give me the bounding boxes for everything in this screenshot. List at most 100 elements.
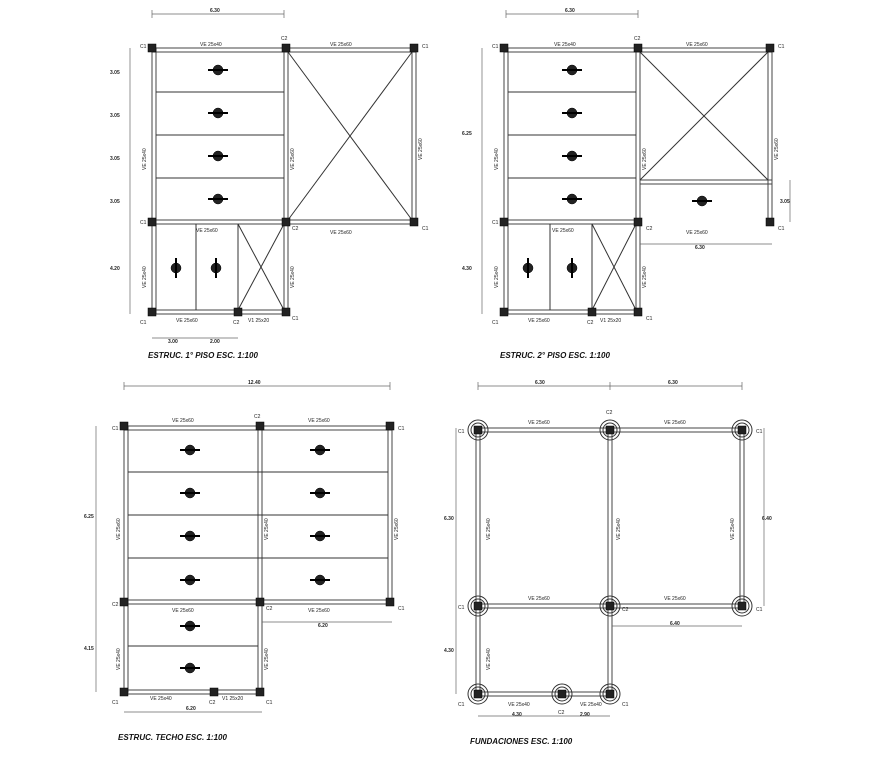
plan-label: VE 25x40 <box>616 518 622 540</box>
title-fundaciones: FUNDACIONES ESC. 1:100 <box>470 737 573 746</box>
plan-label: C1 <box>398 606 405 612</box>
dim-left-3: 3.05 <box>110 156 120 162</box>
plan-label: C1 <box>140 220 147 226</box>
plan-label: C2 <box>622 607 629 613</box>
plan-label: 6.25 <box>462 131 472 137</box>
plan-label: C1 <box>458 605 465 611</box>
plan-label: C2 <box>112 602 119 608</box>
plan-label: V1 25x20 <box>222 696 243 702</box>
plan-label: VE 25x40 <box>200 42 222 48</box>
plan-label: C2 <box>646 226 653 232</box>
plan-label: VE 25x60 <box>686 42 708 48</box>
plan-label: VE 25x40 <box>150 696 172 702</box>
plan-label: 6.30 <box>668 380 678 386</box>
plan-label: VE 25x60 <box>394 518 400 540</box>
plan-label: C1 <box>622 702 629 708</box>
plan-label: 6.30 <box>565 8 575 14</box>
plan-label: 4.30 <box>444 648 454 654</box>
plan-label: C2 <box>254 414 261 420</box>
plan-label: VE 25x40 <box>508 702 530 708</box>
plan-label: VE 25x60 <box>552 228 574 234</box>
plan-label: VE 25x40 <box>494 266 500 288</box>
plan-label: VE 25x60 <box>172 418 194 424</box>
plan-label: VE 25x40 <box>642 266 648 288</box>
plan-label: VE 25x60 <box>176 318 198 324</box>
plan-piso-2: 6.30 6.25 4.30 C1 C2 C1 C1 C2 C1 <box>462 8 791 360</box>
plan-label: VE 25x60 <box>642 148 648 170</box>
plan-label: C2 <box>233 320 240 326</box>
plan-label: 2.90 <box>580 712 590 718</box>
title-piso-1: ESTRUC. 1° PISO ESC. 1:100 <box>148 351 258 360</box>
plan-piso-1: 6.30 3.05 3.05 3.05 3.05 4.20 <box>110 8 429 360</box>
plan-label: VE 25x60 <box>290 148 296 170</box>
plan-label: C1 <box>140 320 147 326</box>
plan-label: C1 <box>422 226 429 232</box>
plan-label: C2 <box>292 226 299 232</box>
plan-label: 4.15 <box>84 646 94 652</box>
plan-label: 3.05 <box>780 199 790 205</box>
plan-label: 12.40 <box>248 380 261 386</box>
plan-label: VE 25x60 <box>528 420 550 426</box>
plan-label: C2 <box>281 36 288 42</box>
plan-label: VE 25x60 <box>172 608 194 614</box>
plan-label: C1 <box>458 429 465 435</box>
plan-label: VE 25x60 <box>330 230 352 236</box>
plan-label: VE 25x60 <box>686 230 708 236</box>
plan-label: C1 <box>112 426 119 432</box>
plan-label: VE 25x40 <box>264 648 270 670</box>
plan-label: 6.40 <box>762 516 772 522</box>
plan-label: VE 25x60 <box>116 518 122 540</box>
plan-techo: 12.40 6.25 4.15 C1 C2 C1 C2 C2 C1 C1 C2 … <box>84 380 405 742</box>
plan-label: C2 <box>266 606 273 612</box>
plan-label: VE 25x60 <box>664 596 686 602</box>
plan-label: C1 <box>112 700 119 706</box>
plan-label: C1 <box>492 220 499 226</box>
plan-label: 6.20 <box>186 706 196 712</box>
plan-label: VE 25x60 <box>528 318 550 324</box>
plan-label: C1 <box>778 44 785 50</box>
plan-label: C2 <box>606 410 613 416</box>
plan-label: 2.00 <box>210 339 220 345</box>
dim-left-4: 3.05 <box>110 199 120 205</box>
plan-label: C1 <box>458 702 465 708</box>
plan-label: VE 25x60 <box>308 608 330 614</box>
plan-label: C1 <box>492 44 499 50</box>
plan-label: 3.00 <box>168 339 178 345</box>
plan-label: C1 <box>646 316 653 322</box>
plan-label: C2 <box>634 36 641 42</box>
plan-label: VE 25x40 <box>486 518 492 540</box>
plan-label: VE 25x60 <box>664 420 686 426</box>
plan-label: C1 <box>398 426 405 432</box>
plan-label: C2 <box>558 710 565 716</box>
plan-label: C1 <box>756 607 763 613</box>
plan-label: VE 25x40 <box>142 148 148 170</box>
plan-label: VE 25x60 <box>774 138 780 160</box>
plan-label: VE 25x40 <box>730 518 736 540</box>
plan-label: VE 25x40 <box>142 266 148 288</box>
plan-label: VE 25x40 <box>486 648 492 670</box>
plan-label: C1 <box>492 320 499 326</box>
plan-label: VE 25x60 <box>330 42 352 48</box>
plan-label: VE 25x60 <box>418 138 424 160</box>
plan-label: C2 <box>209 700 216 706</box>
plan-label: 6.30 <box>695 245 705 251</box>
plan-label: VE 25x40 <box>494 148 500 170</box>
plan-label: C1 <box>756 429 763 435</box>
plan-label: C2 <box>587 320 594 326</box>
plan-label: 6.30 <box>535 380 545 386</box>
plan-label: V1 25x20 <box>600 318 621 324</box>
dim-left-2: 3.05 <box>110 113 120 119</box>
plan-label: C1 <box>292 316 299 322</box>
title-techo: ESTRUC. TECHO ESC. 1:100 <box>118 733 227 742</box>
plan-label: VE 25x60 <box>196 228 218 234</box>
plan-label: 6.25 <box>84 514 94 520</box>
plan-label: V1 25x20 <box>248 318 269 324</box>
plan-label: VE 25x60 <box>528 596 550 602</box>
title-piso-2: ESTRUC. 2° PISO ESC. 1:100 <box>500 351 610 360</box>
plan-fundaciones: 6.30 6.30 6.30 4.30 6.40 C1 C2 C1 C1 C2 <box>444 380 772 746</box>
dim-left-5: 4.20 <box>110 266 120 272</box>
plan-label: C1 <box>140 44 147 50</box>
dim-left-1: 3.05 <box>110 70 120 76</box>
dim-top: 6.30 <box>210 8 220 14</box>
plan-label: VE 25x60 <box>308 418 330 424</box>
